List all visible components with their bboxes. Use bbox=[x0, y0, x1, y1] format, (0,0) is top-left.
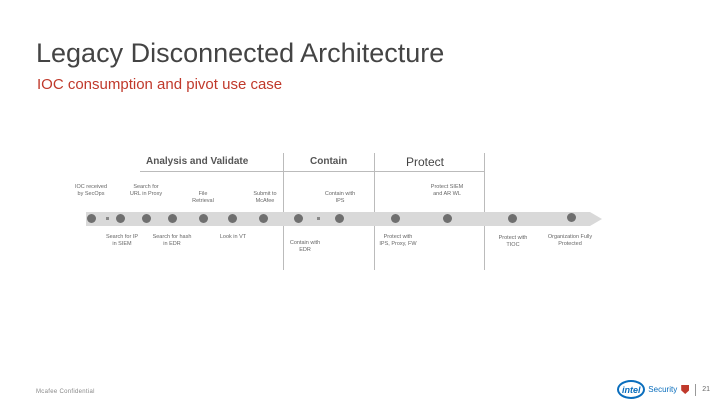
intel-ring-icon: intel bbox=[617, 380, 646, 399]
step-protect-ips: Protect with IPS, Proxy, FW bbox=[379, 234, 417, 247]
phase-protect-label: Protect bbox=[406, 155, 445, 169]
step-protect-ioc: Protect with TIOC bbox=[498, 235, 528, 248]
phase-divider-1 bbox=[283, 153, 284, 270]
intel-security-logo: intel Security bbox=[617, 380, 690, 399]
timeline-marker-2 bbox=[317, 217, 320, 220]
phase-divider-2 bbox=[374, 153, 375, 270]
step-ioc-received: IOC received by SecOps bbox=[74, 184, 108, 197]
timeline-dot-6 bbox=[228, 214, 237, 223]
phase-contain-label: Contain bbox=[310, 156, 348, 167]
step-search-edr: Search for hash in EDR bbox=[152, 234, 192, 247]
step-look-vt: Look in VT bbox=[219, 234, 247, 240]
timeline-dot-3 bbox=[142, 214, 151, 223]
step-contain-ips: Contain with IPS bbox=[324, 191, 356, 204]
timeline-dot-8 bbox=[294, 214, 303, 223]
page-number: 21 bbox=[702, 386, 710, 393]
step-search-siem: Search for IP in SIEM bbox=[105, 234, 139, 247]
slide-title: Legacy Disconnected Architecture bbox=[36, 38, 445, 68]
timeline-dot-13 bbox=[567, 213, 576, 222]
timeline-marker-1 bbox=[106, 217, 109, 220]
timeline-dot-1 bbox=[87, 214, 96, 223]
timeline-dot-10 bbox=[391, 214, 400, 223]
logo-security-text: Security bbox=[648, 385, 678, 394]
step-protect-siem: Protect SIEM and AR WL bbox=[430, 184, 464, 197]
phase-header-line bbox=[140, 171, 485, 172]
phase-divider-3 bbox=[484, 153, 485, 270]
timeline-dot-11 bbox=[443, 214, 452, 223]
timeline-dot-5 bbox=[199, 214, 208, 223]
phase-analysis-label: Analysis and Validate bbox=[146, 156, 249, 167]
step-submit-mcafee: Submit to McAfee bbox=[253, 191, 277, 204]
footer-confidential: Mcafee Confidential bbox=[36, 389, 95, 395]
slide-subtitle: IOC consumption and pivot use case bbox=[37, 76, 283, 93]
timeline-dot-9 bbox=[335, 214, 344, 223]
step-search-url: Search for URL in Proxy bbox=[129, 184, 163, 197]
logo-brand-text: intel bbox=[622, 384, 641, 395]
footer-branding: intel Security 21 bbox=[617, 380, 710, 399]
mcafee-shield-icon bbox=[681, 385, 690, 394]
step-file-retrieval: File Retrieval bbox=[192, 191, 214, 204]
timeline-dot-4 bbox=[168, 214, 177, 223]
timeline-dot-7 bbox=[259, 214, 268, 223]
timeline-dot-12 bbox=[508, 214, 517, 223]
step-contain-edr: Contain with EDR bbox=[289, 240, 321, 253]
footer-separator bbox=[695, 383, 697, 396]
timeline-dot-2 bbox=[116, 214, 125, 223]
step-fully-protected: Organization Fully Protected bbox=[547, 234, 593, 247]
